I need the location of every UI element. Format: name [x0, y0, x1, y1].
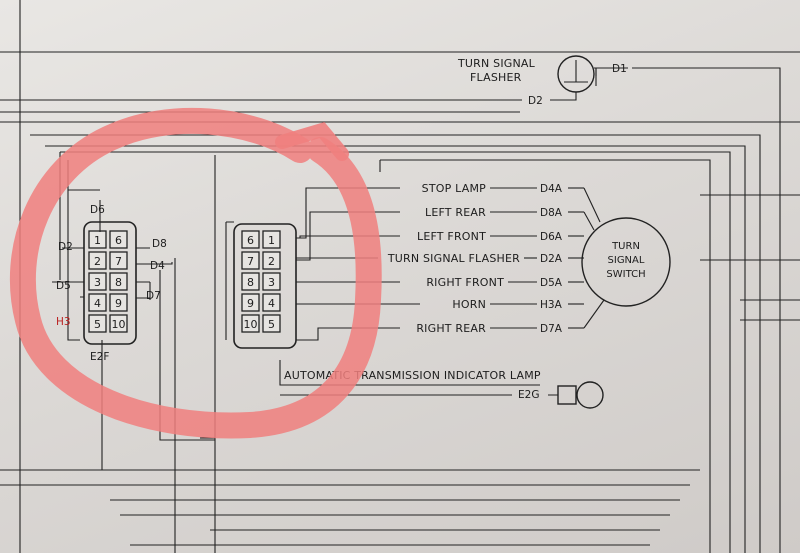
right-connector-pin-box: [262, 230, 281, 249]
turn-signal-flasher: TURN SIGNAL FLASHER D1 D2: [0, 55, 781, 553]
circuit-code: D6A: [540, 231, 563, 243]
switch-label-2: SIGNAL: [608, 255, 645, 266]
right-connector: 6 1 7 2 8 3 9 4 10 5: [225, 221, 540, 386]
right-connector-pin-box: [262, 314, 281, 333]
left-connector-pin-box: [88, 272, 107, 291]
left-connector-pin-label: 10: [112, 318, 126, 331]
left-code-d7: D7: [146, 290, 161, 302]
right-connector-pin-box: [241, 293, 260, 312]
left-connector-pin-label: 7: [115, 255, 122, 268]
right-connector-pin-box: [241, 251, 260, 270]
left-connector-pin-box: [109, 293, 128, 312]
circuit-code: D5A: [540, 277, 563, 289]
flasher-code-d1: D1: [612, 63, 627, 75]
left-connector-pin-box: [88, 314, 107, 333]
left-connector-pin-box: [88, 251, 107, 270]
right-connector-pin-label: 6: [247, 234, 254, 247]
right-connector-pin-box: [241, 272, 260, 291]
left-connector-pin-label: 3: [94, 276, 101, 289]
circuit-label: LEFT FRONT: [417, 230, 486, 243]
left-connector-pin-label: 2: [94, 255, 101, 268]
circuit-label: LEFT REAR: [425, 206, 486, 219]
right-connector-pin-label: 9: [247, 297, 254, 310]
highlight-annotation: [9, 107, 382, 439]
right-connector-pin-label: 8: [247, 276, 254, 289]
circuit-label: STOP LAMP: [422, 182, 486, 195]
turn-signal-switch: TURN SIGNAL SWITCH: [581, 217, 671, 307]
circuit-code: H3A: [540, 299, 563, 311]
left-code-d6: D6: [90, 204, 105, 216]
right-connector-pin-label: 7: [247, 255, 254, 268]
right-connector-pin-label: 3: [268, 276, 275, 289]
left-connector-pin-label: 1: [94, 234, 101, 247]
circuit-label: HORN: [452, 298, 486, 311]
left-connector-pin-label: 9: [115, 297, 122, 310]
circuit-lines: STOP LAMP D4A LEFT REAR D8A LEFT FRONT D6A TUR…: [296, 182, 605, 341]
left-connector-pin-box: [109, 272, 128, 291]
left-connector-pin-label: 6: [115, 234, 122, 247]
indicator-label: AUTOMATIC TRANSMISSION INDICATOR LAMP: [284, 369, 541, 382]
switch-label-3: SWITCH: [606, 269, 645, 280]
left-code-d4: D4: [150, 260, 165, 272]
right-connector-pin-label: 10: [244, 318, 258, 331]
left-connector-pin-box: [88, 230, 107, 249]
indicator-code: E2G: [518, 389, 539, 401]
right-connector-pin-box: [262, 272, 281, 291]
circuit-route: [299, 235, 400, 238]
left-connector-pin-label: 5: [94, 318, 101, 331]
right-connector-pin-box: [241, 314, 260, 333]
circuit-label: TURN SIGNAL FLASHER: [387, 252, 520, 265]
left-connector-pin-box: [109, 314, 128, 333]
circuit-label: RIGHT FRONT: [426, 276, 504, 289]
left-code-d2: D2: [58, 241, 73, 253]
right-connector-pin-label: 2: [268, 255, 275, 268]
flasher-label-1: TURN SIGNAL: [457, 57, 536, 70]
left-connector: 1 6 2 7 3 8 4 9 5 10 D6 D2 D5 H3 D8 D4 D7 E2F: [52, 189, 173, 363]
left-connector-pin-label: 8: [115, 276, 122, 289]
right-connector-pin-label: 5: [268, 318, 275, 331]
circuit-code: D8A: [540, 207, 563, 219]
left-connector-name: E2F: [90, 351, 109, 363]
left-connector-pin-box: [109, 230, 128, 249]
circuit-route: [296, 327, 400, 341]
circuit-code: D4A: [540, 183, 563, 195]
left-code-d5: D5: [56, 280, 71, 292]
left-connector-pin-label: 4: [94, 297, 101, 310]
circuit-code: D2A: [540, 253, 563, 265]
right-connector-pin-box: [262, 251, 281, 270]
right-connector-pin-label: 4: [268, 297, 275, 310]
circuit-route: [583, 211, 595, 231]
circuit-label: RIGHT REAR: [416, 322, 486, 335]
flasher-label-2: FLASHER: [470, 71, 522, 84]
switch-label-1: TURN: [611, 241, 640, 252]
left-connector-pin-box: [88, 293, 107, 312]
circuit-route: [583, 299, 605, 329]
right-connector-pin-box: [262, 293, 281, 312]
left-code-h3: H3: [56, 316, 71, 328]
flasher-code-d2: D2: [528, 95, 543, 107]
circuit-route: [583, 187, 601, 223]
right-connector-pin-label: 1: [268, 234, 275, 247]
circuit-code: D7A: [540, 323, 563, 335]
left-connector-pin-box: [109, 251, 128, 270]
right-connector-pin-box: [241, 230, 260, 249]
left-code-d8: D8: [152, 238, 167, 250]
